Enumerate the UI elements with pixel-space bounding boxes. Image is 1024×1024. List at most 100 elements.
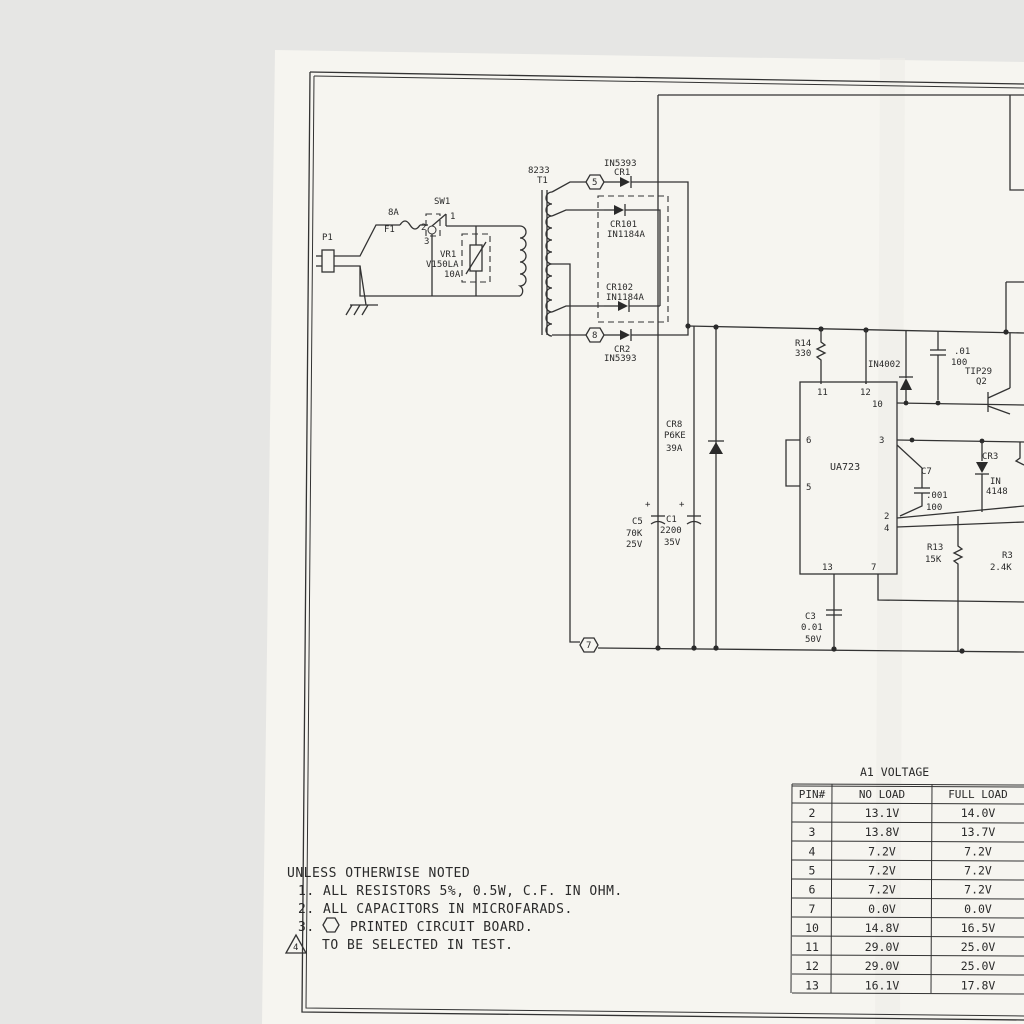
cr3-part2: 4148 xyxy=(986,487,1008,497)
cap-01-value: .01 xyxy=(954,347,970,357)
diode-in4002: IN4002 xyxy=(865,330,913,403)
tip29-label: TIP29 xyxy=(965,367,992,377)
ground-icon xyxy=(345,304,378,316)
general-notes: UNLESS OTHERWISE NOTED 1. ALL RESISTORS … xyxy=(284,866,623,954)
r14-value: 330 xyxy=(795,349,811,359)
table-cell: 12 xyxy=(805,959,819,973)
table-rule xyxy=(791,992,1024,995)
svg-text:2: 2 xyxy=(884,512,889,522)
cr8-voltage: 39A xyxy=(666,444,683,454)
cr8-part: P6KE xyxy=(664,431,686,441)
capacitor-c3: C3 0.01 50V xyxy=(801,609,842,645)
svg-text:+: + xyxy=(679,500,685,510)
table-cell: 7.2V xyxy=(964,863,992,877)
r3-value: 2.4K xyxy=(990,563,1012,573)
pcb-node-7: 7 xyxy=(579,637,599,653)
svg-text:7: 7 xyxy=(586,641,591,651)
table-rule xyxy=(791,935,1024,938)
cr1-label: CR1 xyxy=(614,168,630,178)
table-rule xyxy=(791,840,1024,843)
table-cell: 0.0V xyxy=(964,902,992,916)
table-cell: 7.2V xyxy=(964,883,992,897)
f1-rating: 8A xyxy=(388,208,399,218)
note-1: 1. ALL RESISTORS 5%, 0.5W, C.F. IN OHM. xyxy=(298,884,623,899)
table-column-rule xyxy=(790,783,793,994)
paper xyxy=(262,50,1024,1024)
svg-text:3: 3 xyxy=(879,436,884,446)
table-rule xyxy=(791,916,1024,919)
c7-value2: 100 xyxy=(926,503,942,513)
table-cell: 29.0V xyxy=(865,940,900,954)
c1-voltage: 35V xyxy=(664,538,681,548)
hexagon-icon xyxy=(322,917,340,933)
svg-text:5: 5 xyxy=(592,178,597,188)
cr2-label: CR2 xyxy=(614,345,630,355)
table-cell: 2 xyxy=(809,806,816,820)
cr102-part: IN1184A xyxy=(606,293,645,303)
table-header: NO LOAD xyxy=(859,788,905,801)
note-4-number: 4 xyxy=(293,943,298,953)
svg-text:13: 13 xyxy=(822,563,833,573)
input-section: P1 8A F1 SW1 1 2 3 VR1 V150LA 10A xyxy=(316,197,520,316)
triangle-icon xyxy=(284,933,308,954)
drawing-border xyxy=(301,71,1024,1021)
table-cell: 7 xyxy=(809,902,816,916)
t1-label: T1 xyxy=(537,176,548,186)
table-rule xyxy=(791,859,1024,862)
table-cell: 13.8V xyxy=(865,825,900,839)
resistor-r13-icon xyxy=(952,516,964,651)
table-cell: 13.7V xyxy=(961,825,996,839)
table-rule xyxy=(791,954,1024,957)
capacitor-c5: + C5 70K 25V xyxy=(626,500,666,550)
table-cell: 16.5V xyxy=(961,921,996,935)
svg-text:11: 11 xyxy=(817,388,828,398)
table-rule xyxy=(791,802,1024,805)
c3-value: 0.01 xyxy=(801,623,823,633)
table-header: PIN# xyxy=(799,788,826,801)
r14-label: R14 xyxy=(795,339,811,349)
table-cell: 14.0V xyxy=(961,806,996,820)
ua723-label: UA723 xyxy=(830,462,860,473)
p1-connector xyxy=(321,249,335,273)
c7-label: C7 xyxy=(921,467,932,477)
t1-part: 8233 xyxy=(528,166,550,176)
svg-text:7: 7 xyxy=(871,563,876,573)
sw1-pin1: 1 xyxy=(450,212,455,222)
primary-coil-icon xyxy=(517,225,527,297)
r3-label: R3 xyxy=(1002,551,1013,561)
table-rule xyxy=(791,878,1024,881)
capacitor-c1: + C1 2200 35V xyxy=(660,500,702,548)
capacitor-c7: C7 .001 100 xyxy=(896,444,948,517)
table-cell: 13 xyxy=(805,978,819,992)
table-cell: 25.0V xyxy=(961,959,996,973)
cr101-label: CR101 xyxy=(610,220,637,230)
diode-cr8: CR8 P6KE 39A xyxy=(664,420,724,454)
table-cell: 16.1V xyxy=(865,978,900,992)
table-rule xyxy=(791,897,1024,900)
fuse-f1-icon xyxy=(399,220,421,230)
svg-text:8: 8 xyxy=(592,331,597,341)
diode-in4002-icon xyxy=(899,376,913,390)
svg-text:10: 10 xyxy=(872,400,883,410)
svg-text:+: + xyxy=(645,500,651,510)
note-2: 2. ALL CAPACITORS IN MICROFARADS. xyxy=(298,902,573,917)
table-cell: 4 xyxy=(809,844,816,858)
r13-value: 15K xyxy=(925,555,942,565)
notes-heading: UNLESS OTHERWISE NOTED xyxy=(287,866,470,881)
p1-label: P1 xyxy=(322,233,333,243)
svg-text:4: 4 xyxy=(884,524,889,534)
table-rule xyxy=(791,783,1024,786)
table-cell: 17.8V xyxy=(961,978,996,992)
table-cell: 0.0V xyxy=(868,902,896,916)
r13-label: R13 xyxy=(927,543,943,553)
vr1-part: V150LA xyxy=(426,260,459,270)
cr1-part: IN5393 xyxy=(604,159,637,169)
svg-text:12: 12 xyxy=(860,388,871,398)
rectifier-section: IN5393 CR1 CR101 IN1184A CR102 IN1184A xyxy=(597,159,689,364)
cr2-part: IN5393 xyxy=(604,354,637,364)
c5-value: 70K xyxy=(626,529,643,539)
table-cell: 11 xyxy=(805,940,819,954)
